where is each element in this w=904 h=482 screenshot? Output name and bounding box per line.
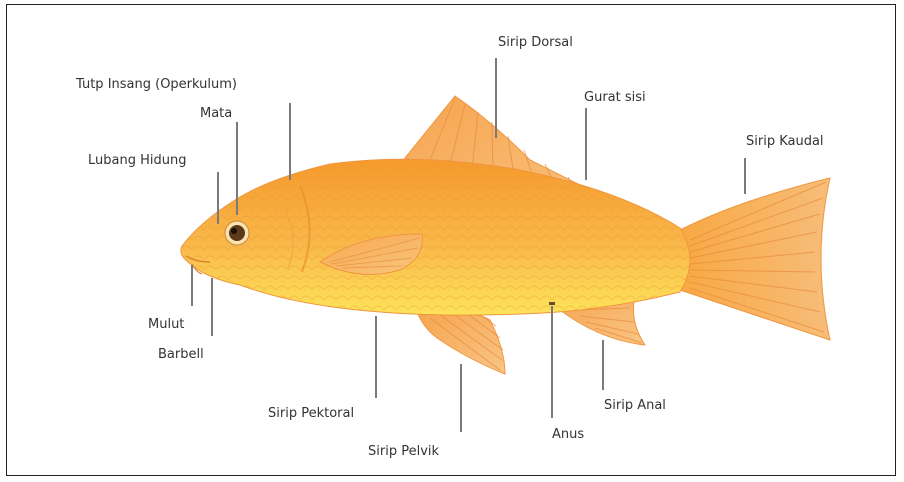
fish-body xyxy=(181,159,690,315)
label-sirip-kaudal: Sirip Kaudal xyxy=(746,134,824,149)
label-barbell: Barbell xyxy=(158,347,204,362)
label-mulut: Mulut xyxy=(148,317,184,332)
label-gurat-sisi: Gurat sisi xyxy=(584,90,646,105)
label-sirip-pektoral: Sirip Pektoral xyxy=(268,406,354,421)
anus-marker xyxy=(549,302,555,305)
label-lubang-hidung: Lubang Hidung xyxy=(88,153,186,168)
label-anus: Anus xyxy=(552,427,584,442)
eye-icon xyxy=(225,221,249,245)
label-sirip-pelvik: Sirip Pelvik xyxy=(368,444,439,459)
label-sirip-dorsal: Sirip Dorsal xyxy=(498,35,573,50)
label-sirip-anal: Sirip Anal xyxy=(604,398,666,413)
label-tutup-insang: Tutp Insang (Operkulum) xyxy=(75,77,237,92)
label-mata: Mata xyxy=(200,106,232,121)
caudal-fin xyxy=(680,178,830,340)
